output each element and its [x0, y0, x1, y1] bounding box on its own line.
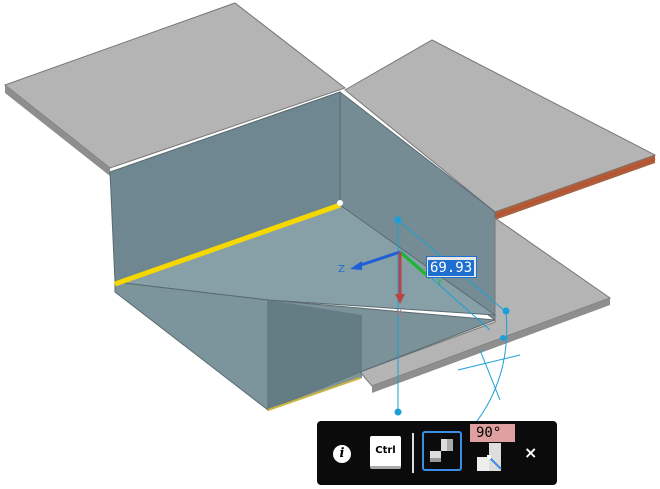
z-axis-arrowhead: [350, 261, 362, 270]
left-top-flange-edge: [5, 85, 110, 176]
guide-handle[interactable]: [500, 335, 506, 341]
left-top-flange[interactable]: [3, 2, 347, 169]
front-left-face[interactable]: [114, 281, 269, 412]
guide-handle[interactable]: [394, 408, 402, 416]
close-button[interactable]: ×: [524, 443, 538, 462]
x-axis-label: X: [396, 309, 402, 319]
x-axis-arrowhead: [395, 294, 405, 304]
z-axis-label: Z: [338, 264, 345, 275]
front-bottom-edge: [267, 377, 361, 411]
ctrl-key-button[interactable]: Ctrl: [370, 436, 401, 469]
y-axis-label: Y: [436, 278, 443, 288]
guide-handle[interactable]: [394, 216, 402, 224]
angle-label[interactable]: 90°: [470, 424, 515, 442]
selected-edge[interactable]: [494, 158, 656, 217]
info-icon[interactable]: i: [333, 445, 351, 463]
quad-toolbar: i Ctrl 90° ×: [317, 421, 557, 485]
highlighted-edge[interactable]: [114, 202, 341, 287]
flange-mode-icon: [430, 439, 453, 462]
corner-angle-button[interactable]: [475, 443, 503, 471]
right-bottom-flange[interactable]: [359, 217, 612, 387]
dimension-input[interactable]: 69.93: [426, 256, 477, 278]
right-bottom-flange-edge: [372, 298, 610, 393]
guide-handle[interactable]: [502, 307, 510, 315]
dimension-value[interactable]: 69.93: [428, 260, 475, 276]
front-wall-inner: [268, 300, 362, 410]
corner-angle-icon: [477, 443, 502, 471]
toolbar-divider: [412, 433, 414, 473]
z-axis-arrow[interactable]: [354, 250, 401, 269]
flange-mode-button[interactable]: [422, 431, 462, 471]
vertex-point[interactable]: [337, 200, 343, 206]
y-axis-arrow[interactable]: [399, 250, 431, 280]
